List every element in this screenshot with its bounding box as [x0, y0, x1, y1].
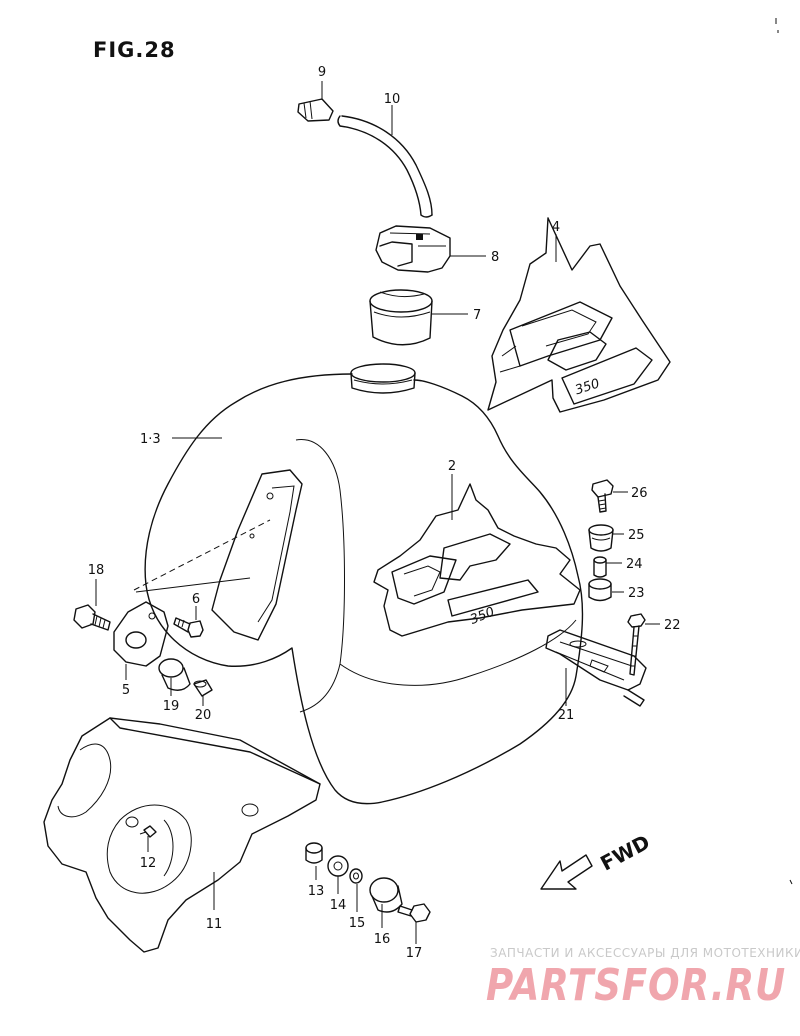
part-13-collar: [305, 842, 323, 864]
part-14-washer: [327, 855, 349, 877]
figure-title: FIG.28: [93, 38, 176, 62]
part-2-tank-decal: 350: [373, 483, 581, 637]
part-7-filter: [369, 289, 433, 346]
part-4-rear-decal: 350: [487, 217, 671, 413]
callout-24: 24: [626, 557, 643, 572]
callout-13: 13: [308, 884, 325, 899]
part-18-bolt: [73, 604, 111, 631]
callout-11: 11: [206, 917, 223, 932]
callout-25: 25: [628, 528, 645, 543]
part-5-bracket-plate: [113, 601, 169, 667]
forward-arrow-icon: [540, 854, 593, 890]
part-16-cushion: [369, 877, 403, 913]
part-17-bolt: [397, 903, 431, 923]
tank-decal-model-text: 350: [468, 605, 497, 628]
part-9-clip: [297, 98, 334, 122]
part-1-3-fuel-tank: [133, 363, 584, 805]
part-6-screw: [173, 617, 204, 638]
part-10-breather-hose: [337, 115, 433, 218]
watermark-tagline: ЗАПЧАСТИ И АКСЕССУАРЫ ДЛЯ МОТОТЕХНИКИ: [490, 946, 800, 960]
part-22-screw: [627, 613, 646, 676]
callout-5: 5: [122, 683, 130, 698]
callout-26: 26: [631, 486, 648, 501]
callout-12: 12: [140, 856, 157, 871]
part-25-grommet: [588, 524, 614, 552]
part-26-bolt: [591, 479, 614, 513]
callout-7: 7: [473, 308, 481, 323]
callout-9: 9: [318, 65, 326, 80]
part-20-collar: [193, 679, 213, 697]
part-8-fuel-cap: [375, 225, 451, 273]
callout-2: 2: [448, 459, 456, 474]
callout-14: 14: [330, 898, 347, 913]
callout-20: 20: [195, 708, 212, 723]
leader-lines: [95, 81, 660, 944]
callout-10: 10: [384, 92, 401, 107]
part-19-cushion: [158, 658, 191, 691]
callouts: 9 10 8 7 4 1·3 2 26 25 24 23 22 21 18 6 …: [88, 65, 681, 961]
part-15-washer: [349, 868, 363, 884]
callout-22: 22: [664, 618, 681, 633]
watermark: ЗАПЧАСТИ И АКСЕССУАРЫ ДЛЯ МОТОТЕХНИКИ PA…: [486, 946, 800, 1011]
fwd-label: FWD: [596, 830, 653, 876]
callout-23: 23: [628, 586, 645, 601]
callout-1-3: 1·3: [140, 432, 161, 447]
callout-16: 16: [374, 932, 391, 947]
callout-18: 18: [88, 563, 105, 578]
part-11-side-cover: [43, 717, 321, 953]
callout-8: 8: [491, 250, 499, 265]
callout-15: 15: [349, 916, 366, 931]
callout-6: 6: [192, 592, 200, 607]
watermark-brand: PARTSFOR.RU: [486, 960, 786, 1011]
callout-21: 21: [558, 708, 575, 723]
callout-19: 19: [163, 699, 180, 714]
part-23-cushion: [588, 578, 612, 602]
part-12-screw: [139, 825, 157, 838]
part-21-bracket: [545, 629, 647, 707]
scan-edge-marks: [775, 18, 793, 885]
forward-direction-indicator: FWD: [540, 830, 654, 890]
callout-17: 17: [406, 946, 423, 961]
rear-decal-model-text: 350: [573, 376, 601, 398]
part-24-collar: [593, 556, 607, 578]
callout-4: 4: [552, 220, 560, 235]
